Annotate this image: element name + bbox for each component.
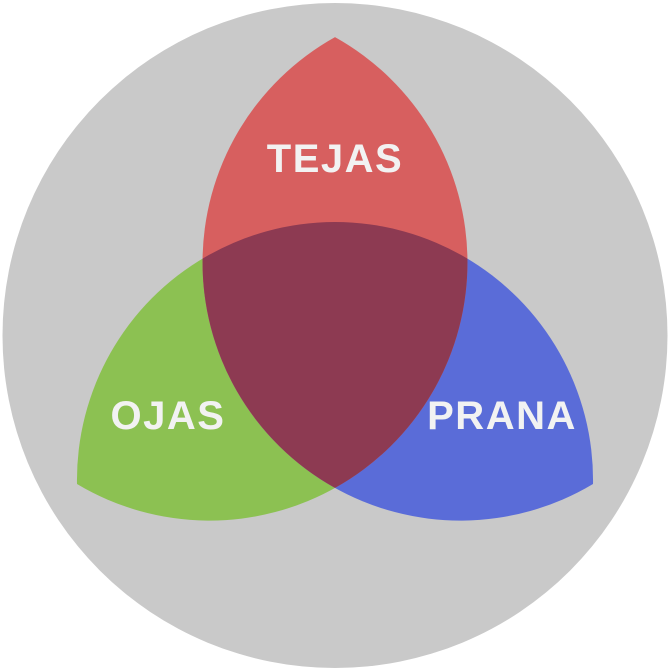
prana-label: PRANA <box>427 394 577 438</box>
ojas-label: OJAS <box>111 394 226 438</box>
center-overlap <box>202 222 468 488</box>
tejas-label: TEJAS <box>267 137 403 181</box>
